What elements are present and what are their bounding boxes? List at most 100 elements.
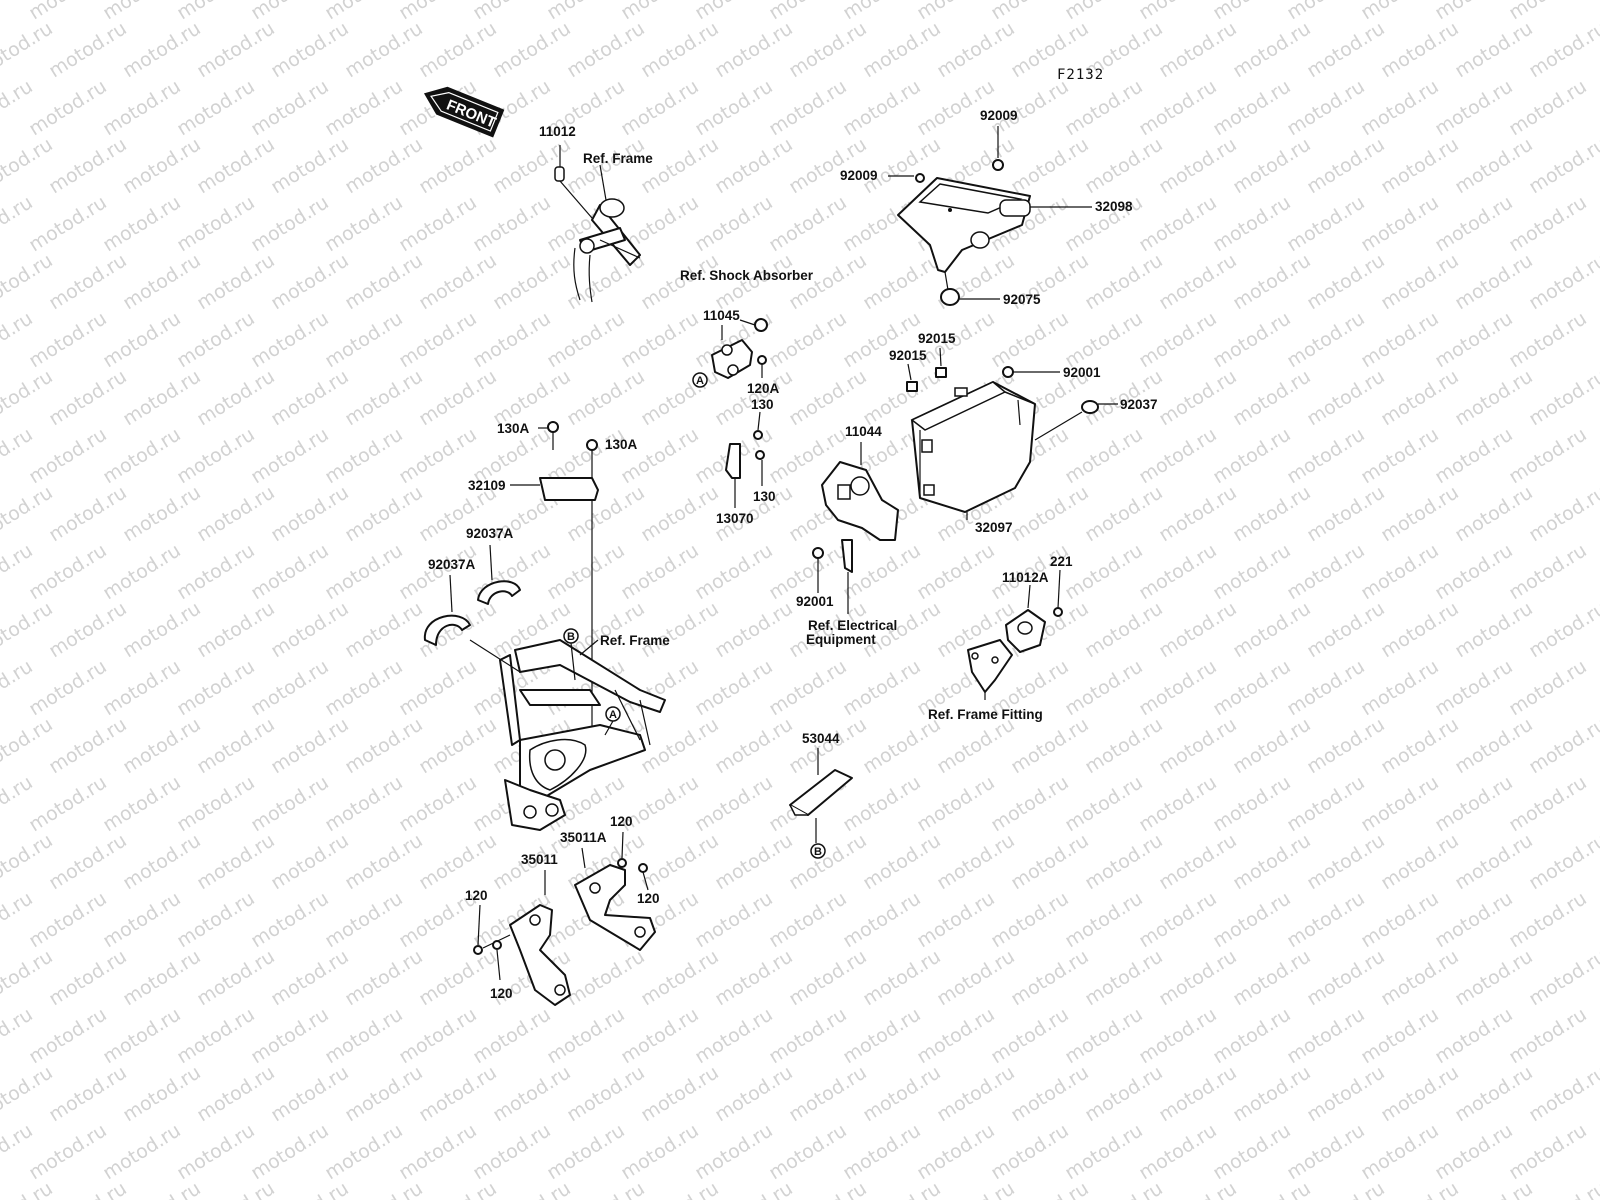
watermark-text: motod.ru xyxy=(1377,597,1463,662)
watermark-text: motod.ru xyxy=(45,365,131,430)
watermark-text: motod.ru xyxy=(1209,75,1295,140)
watermark-text: motod.ru xyxy=(1135,0,1221,24)
watermark-text: motod.ru xyxy=(469,307,555,372)
watermark-text: motod.ru xyxy=(321,887,407,952)
watermark-text: motod.ru xyxy=(563,945,649,1010)
watermark-text: motod.ru xyxy=(25,1003,111,1068)
watermark-text: motod.ru xyxy=(489,249,575,314)
watermark-text: motod.ru xyxy=(1505,1003,1591,1068)
watermark-text: motod.ru xyxy=(1229,597,1315,662)
grommet-92075 xyxy=(940,288,960,306)
part-label-92037: 92037 xyxy=(1120,397,1158,412)
bracket-11045 xyxy=(711,339,753,379)
watermark-text: motod.ru xyxy=(637,713,723,778)
part-label-221: 221 xyxy=(1050,554,1073,569)
watermark-text: motod.ru xyxy=(0,17,57,82)
watermark-text: motod.ru xyxy=(1451,597,1537,662)
watermark-text: motod.ru xyxy=(711,713,797,778)
watermark-text: motod.ru xyxy=(543,0,629,24)
watermark-text: motod.ru xyxy=(691,655,777,720)
part-label-120-right: 120 xyxy=(637,891,660,906)
watermark-text: motod.ru xyxy=(1135,423,1221,488)
watermark-text: motod.ru xyxy=(415,713,501,778)
watermark-text: motod.ru xyxy=(1357,0,1443,24)
watermark-text: motod.ru xyxy=(1525,249,1600,314)
watermark-text: motod.ru xyxy=(193,713,279,778)
watermark-text: motod.ru xyxy=(1303,829,1389,894)
watermark-text: motod.ru xyxy=(1431,307,1517,372)
watermark-text: motod.ru xyxy=(119,1061,205,1126)
watermark-text: motod.ru xyxy=(1081,713,1167,778)
ref-frame-mid-label: Ref. Frame xyxy=(600,633,670,648)
bolt-221 xyxy=(1053,607,1063,617)
watermark-text: motod.ru xyxy=(859,17,945,82)
watermark-text: motod.ru xyxy=(1061,655,1147,720)
diagram-code: F2132 xyxy=(1057,67,1104,83)
watermark-text: motod.ru xyxy=(1283,423,1369,488)
watermark-text: motod.ru xyxy=(321,307,407,372)
watermark-text: motod.ru xyxy=(99,191,185,256)
main-frame xyxy=(469,639,666,831)
watermark-text: motod.ru xyxy=(1303,713,1389,778)
watermark-text: motod.ru xyxy=(267,133,353,198)
watermark-text: motod.ru xyxy=(913,0,999,24)
part-label-130-bottom: 130 xyxy=(753,489,776,504)
watermark-text: motod.ru xyxy=(489,1061,575,1126)
watermark-text: motod.ru xyxy=(1081,1177,1167,1200)
marker-b-circle xyxy=(810,843,826,859)
watermark-text: motod.ru xyxy=(637,1061,723,1126)
watermark-text: motod.ru xyxy=(193,133,279,198)
bolt-130A-right xyxy=(586,439,598,451)
watermark-text: motod.ru xyxy=(765,887,851,952)
watermark-text: motod.ru xyxy=(1081,133,1167,198)
clip-electrical xyxy=(841,539,853,573)
watermark-text: motod.ru xyxy=(1505,191,1591,256)
ref-electrical-label-2: Equipment xyxy=(806,632,876,647)
watermark-text: motod.ru xyxy=(321,75,407,140)
watermark-text: motod.ru xyxy=(543,1003,629,1068)
watermark-text: motod.ru xyxy=(193,829,279,894)
watermark-text: motod.ru xyxy=(341,713,427,778)
part-label-130A-left: 130A xyxy=(497,421,530,436)
cover-32109 xyxy=(539,477,599,501)
watermark-text: motod.ru xyxy=(469,191,555,256)
watermark-text: motod.ru xyxy=(415,365,501,430)
watermark-text: motod.ru xyxy=(395,1119,481,1184)
watermark-text: motod.ru xyxy=(469,1119,555,1184)
watermark-text: motod.ru xyxy=(247,655,333,720)
watermark-text: motod.ru xyxy=(469,0,555,24)
watermark-text: motod.ru xyxy=(1505,887,1591,952)
watermark-text: motod.ru xyxy=(711,133,797,198)
watermark-text: motod.ru xyxy=(617,307,703,372)
watermark-text: motod.ru xyxy=(1357,1119,1443,1184)
watermark-text: motod.ru xyxy=(193,249,279,314)
watermark-text: motod.ru xyxy=(637,945,723,1010)
watermark-text: motod.ru xyxy=(25,75,111,140)
watermark-text: motod.ru xyxy=(0,1177,57,1200)
watermark-text: motod.ru xyxy=(1525,17,1600,82)
part-label-35011: 35011 xyxy=(521,852,558,867)
watermark-text: motod.ru xyxy=(99,539,185,604)
watermark-text: motod.ru xyxy=(691,771,777,836)
watermark-text: motod.ru xyxy=(1081,481,1167,546)
watermark-text: motod.ru xyxy=(341,365,427,430)
watermark-text: motod.ru xyxy=(99,1119,185,1184)
watermark-text: motod.ru xyxy=(859,829,945,894)
watermark-text: motod.ru xyxy=(1505,539,1591,604)
watermark-text: motod.ru xyxy=(1451,1177,1537,1200)
part-label-120A: 120A xyxy=(747,381,780,396)
watermark-text: motod.ru xyxy=(341,597,427,662)
watermark-text: motod.ru xyxy=(637,1177,723,1200)
watermark-text: motod.ru xyxy=(1229,829,1315,894)
watermark-text: motod.ru xyxy=(45,829,131,894)
part-label-120-top: 120 xyxy=(610,814,633,829)
watermark-text: motod.ru xyxy=(711,1061,797,1126)
watermark-text: motod.ru xyxy=(415,1061,501,1126)
watermark-text: motod.ru xyxy=(711,829,797,894)
watermark-text: motod.ru xyxy=(765,1003,851,1068)
watermark-text: motod.ru xyxy=(1451,481,1537,546)
watermark-text: motod.ru xyxy=(321,1119,407,1184)
watermark-text: motod.ru xyxy=(1431,887,1517,952)
watermark-text: motod.ru xyxy=(1209,887,1295,952)
watermark-text: motod.ru xyxy=(765,1119,851,1184)
